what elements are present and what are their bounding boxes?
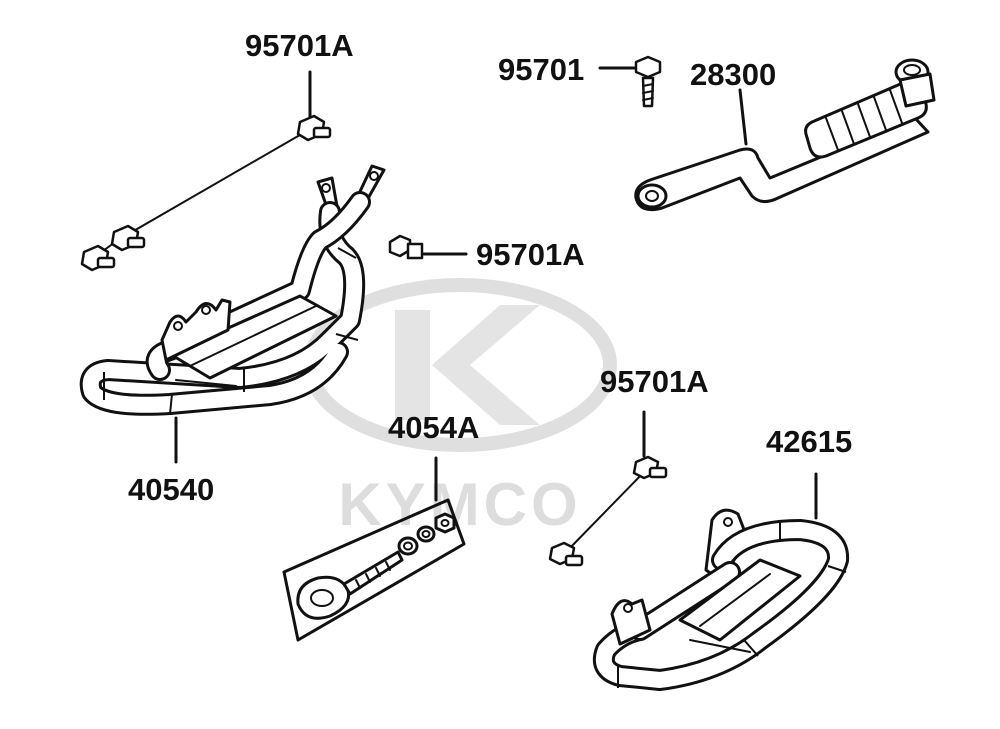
- eye-bolt-kit-4054a: [282, 456, 466, 642]
- bolt-group-95701a-top-left: [80, 70, 332, 272]
- label-42615: 42615: [766, 424, 852, 459]
- bolt-group-95701a-lower-right: [548, 410, 668, 567]
- bolt-icon: [632, 455, 668, 480]
- bolt-95701a-middle: [388, 234, 468, 260]
- label-28300: 28300: [690, 57, 776, 92]
- eye-bolt-icon: [296, 550, 404, 620]
- footrest-40540: [79, 164, 386, 464]
- bolt-icon: [388, 234, 424, 260]
- footrest-42615: [592, 472, 850, 691]
- nut-icon: [434, 512, 456, 534]
- bolt-95701: [598, 55, 662, 108]
- watermark-brand: KYMCO: [338, 471, 581, 538]
- label-95701a-lower-right: 95701A: [600, 364, 709, 399]
- spring-washer-icon: [416, 525, 436, 543]
- label-95701a-top-left: 95701A: [245, 28, 354, 63]
- label-95701: 95701: [498, 52, 584, 87]
- label-40540: 40540: [128, 472, 214, 507]
- washer-icon: [397, 536, 419, 556]
- grip-ribs: [825, 89, 903, 151]
- bolt-icon: [296, 114, 332, 142]
- bolt-icon: [80, 244, 116, 272]
- bolt-icon: [548, 541, 584, 567]
- bolt-icon: [634, 55, 662, 108]
- bolt-icon: [110, 224, 146, 252]
- kick-lever-28300: [634, 58, 936, 212]
- label-4054a: 4054A: [388, 410, 479, 445]
- label-95701a-middle: 95701A: [476, 237, 585, 272]
